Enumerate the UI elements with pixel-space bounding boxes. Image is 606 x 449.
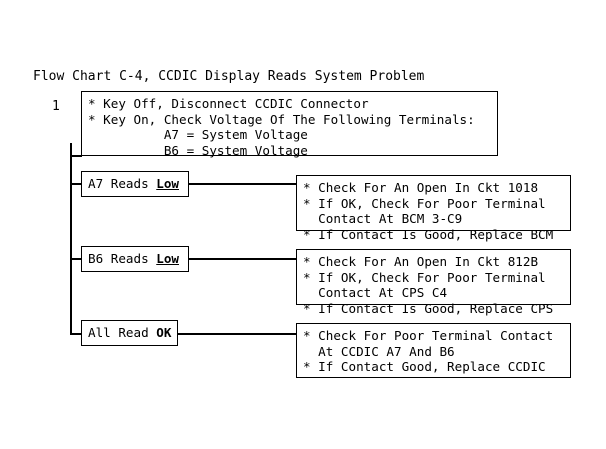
connector-line-2 <box>188 258 297 260</box>
chart-title: Flow Chart C-4, CCDIC Display Reads Syst… <box>33 69 425 84</box>
action-text-2: * Check For An Open In Ckt 812B * If OK,… <box>303 254 554 316</box>
decision-label-3-prefix: All Read <box>88 325 157 340</box>
connector-line-1 <box>188 183 297 185</box>
decision-label-2-emphasis: Low <box>156 251 179 266</box>
decision-box-1 <box>81 171 189 197</box>
branch-stub-line-3 <box>70 333 82 335</box>
decision-label-2-prefix: B6 Reads <box>88 251 157 266</box>
decision-label-3-emphasis: OK <box>156 325 172 340</box>
action-text-3: * Check For Poor Terminal Contact At CCD… <box>303 328 554 375</box>
decision-box-3 <box>81 320 178 346</box>
connector-line-3 <box>177 333 297 335</box>
decision-label-3: All Read OK <box>88 320 171 346</box>
main-instruction-box <box>81 91 498 156</box>
branch-stub-line-1 <box>70 183 82 185</box>
branch-stub-line-2 <box>70 258 82 260</box>
trunk-vertical-line <box>70 143 72 334</box>
action-box-3 <box>296 323 571 378</box>
decision-label-2: B6 Reads Low <box>88 246 179 272</box>
trunk-top-stub-line <box>70 155 82 157</box>
decision-label-1: A7 Reads Low <box>88 171 179 197</box>
action-box-1 <box>296 175 571 231</box>
decision-label-1-emphasis: Low <box>156 176 179 191</box>
decision-label-1-prefix: A7 Reads <box>88 176 157 191</box>
action-text-1: * Check For An Open In Ckt 1018 * If OK,… <box>303 180 554 242</box>
main-instruction-text: * Key Off, Disconnect CCDIC Connector * … <box>88 96 475 158</box>
step-number-label: 1 <box>52 99 60 114</box>
decision-box-2 <box>81 246 189 272</box>
action-box-2 <box>296 249 571 305</box>
